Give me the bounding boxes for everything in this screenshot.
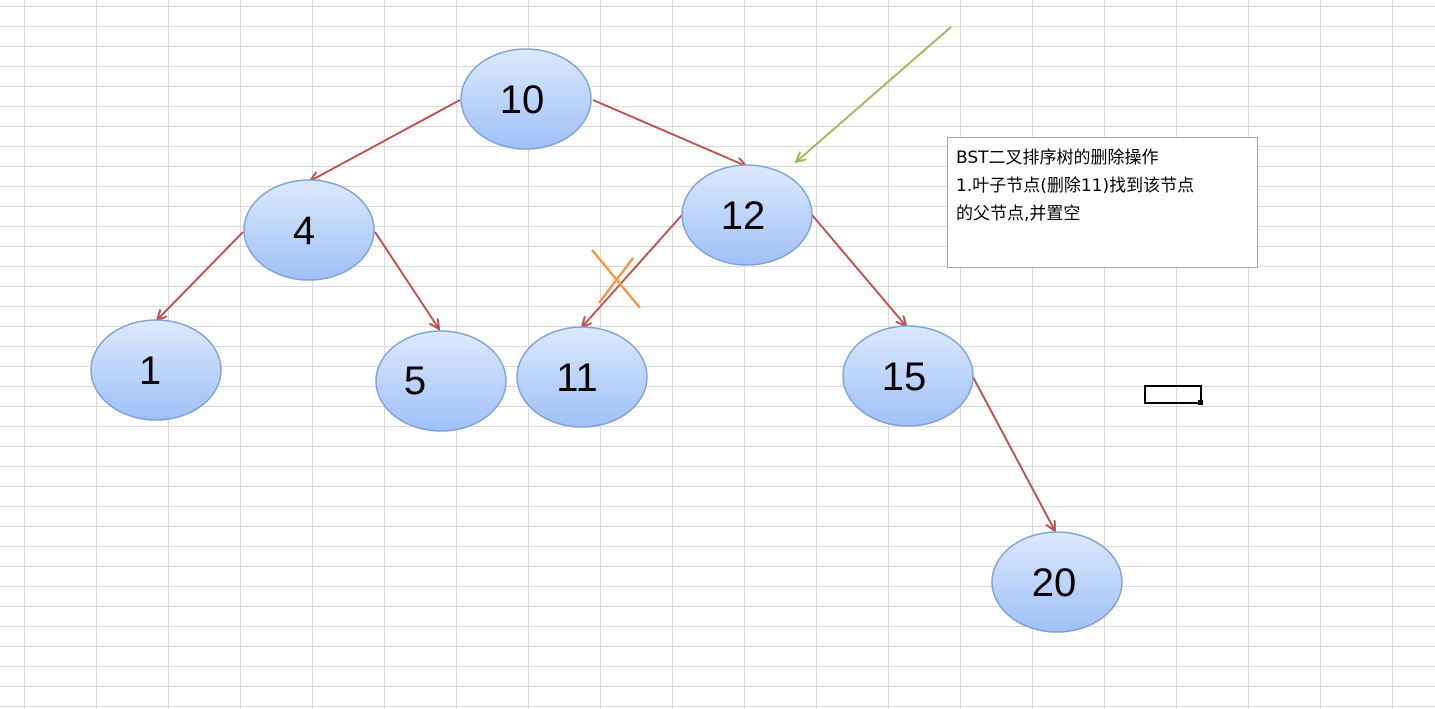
edge-10-4 [310, 99, 461, 181]
edge-10-12 [592, 99, 746, 166]
fill-handle[interactable] [1198, 400, 1203, 405]
node-12-label: 12 [721, 194, 766, 238]
delete-cross-mark [591, 249, 641, 309]
node-15-label: 15 [882, 355, 927, 399]
node-20-label: 20 [1032, 561, 1077, 605]
node-10-label: 10 [500, 78, 545, 122]
node-11 [516, 326, 648, 428]
edge-12-15 [811, 214, 906, 326]
node-4-label: 4 [293, 209, 315, 253]
node-5 [375, 330, 507, 432]
note-line-3: 的父节点,并置空 [956, 204, 1081, 224]
node-10 [460, 48, 592, 150]
node-1-label: 1 [139, 349, 161, 393]
node-1 [90, 319, 222, 421]
edge-4-5 [374, 231, 439, 329]
node-4 [243, 179, 375, 281]
note-line-2: 1.叶子节点(删除11)找到该节点 [956, 176, 1195, 196]
note-line-1: BST二叉排序树的删除操作 [956, 148, 1159, 168]
pointer-arrow [796, 26, 952, 162]
node-11-label: 11 [556, 356, 598, 400]
node-15 [842, 325, 974, 427]
note-text-box[interactable]: BST二叉排序树的删除操作 1.叶子节点(删除11)找到该节点 的父节点,并置空 [947, 137, 1258, 268]
edge-15-20 [972, 376, 1055, 531]
node-5-label: 5 [404, 359, 426, 403]
selected-cell[interactable] [1144, 385, 1202, 404]
edge-12-11 [582, 214, 683, 327]
node-12 [681, 164, 813, 266]
edge-4-1 [157, 231, 244, 320]
node-20 [991, 531, 1123, 633]
